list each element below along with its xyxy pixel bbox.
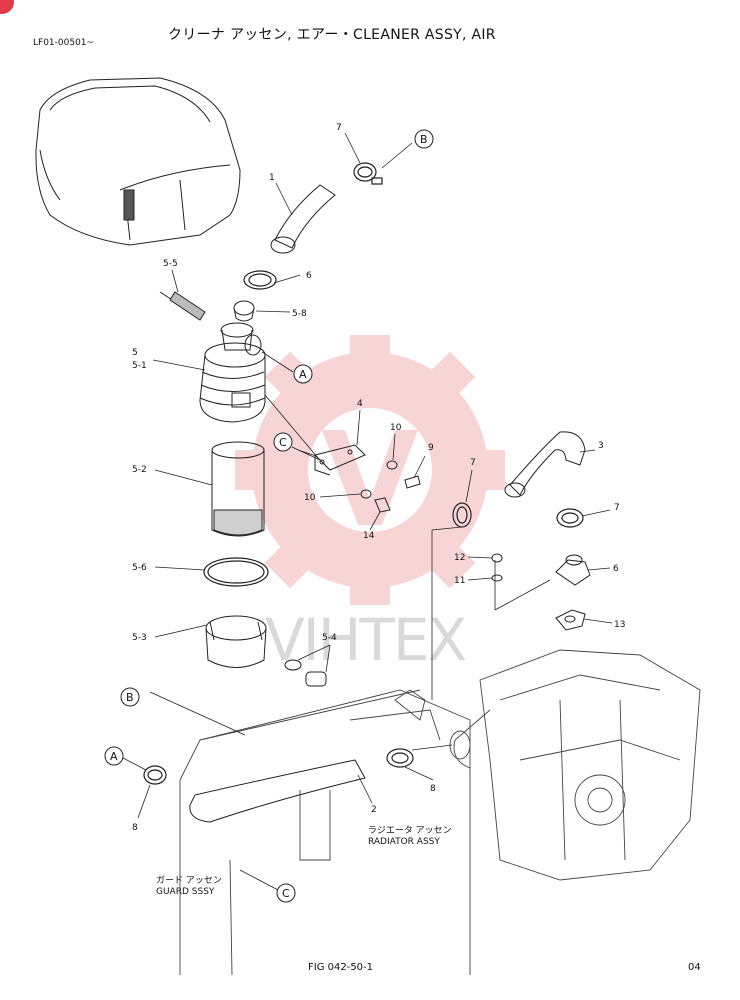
guard-note-en: GUARD SSSY: [156, 887, 215, 897]
svg-text:A: A: [110, 750, 118, 763]
part-label-10-bottom: 10: [304, 493, 316, 503]
part-label-13: 13: [614, 620, 625, 630]
svg-text:A: A: [299, 368, 307, 381]
guard-note: ガード アッセン GUARD SSSY: [156, 876, 222, 898]
washer-11: [491, 574, 503, 582]
part-label-5-3: 5-3: [132, 633, 147, 643]
callout-b-bottom: B: [120, 687, 140, 707]
part-label-3: 3: [598, 441, 604, 451]
callout-c-bottom: C: [276, 883, 296, 903]
figure-number: FIG 042-50-1: [308, 962, 374, 973]
part-label-6-top: 6: [306, 271, 312, 281]
part-label-14: 14: [363, 531, 375, 541]
intake-hose-2: [189, 759, 366, 823]
part-label-8-left: 8: [132, 823, 138, 833]
part-label-9: 9: [428, 443, 434, 453]
svg-text:B: B: [420, 133, 428, 146]
serial-range: LF01-00501~: [33, 38, 95, 48]
air-cleaner-body: [199, 322, 266, 423]
intake-hose-1: [270, 184, 336, 254]
hose-clamp-8-left: [143, 765, 167, 785]
washer-10-top: [386, 460, 398, 470]
part-label-7-mid: 7: [470, 458, 476, 468]
hose-clamp-7-top: [353, 162, 383, 185]
part-label-5: 5: [132, 348, 138, 358]
page-title: クリーナ アッセン, エアー・CLEANER ASSY, AIR: [168, 27, 496, 43]
callout-a-top: A: [293, 364, 313, 384]
part-label-8-mid: 8: [430, 784, 436, 794]
sleeve-5-8: [233, 300, 255, 322]
engine-hood-illustration: [35, 77, 241, 246]
bolt-14: [374, 497, 391, 513]
part-label-5-1: 5-1: [132, 361, 147, 371]
radiator-note-en: RADIATOR ASSY: [368, 837, 440, 847]
part-label-7-top: 7: [336, 123, 342, 133]
part-label-5-6: 5-6: [132, 563, 147, 573]
part-label-6-right: 6: [613, 564, 619, 574]
engine-block-illustration: [449, 649, 701, 881]
nut-12: [491, 553, 503, 563]
bolt-9: [404, 475, 421, 489]
part-label-2: 2: [371, 805, 377, 815]
radiator-frame-illustration: [179, 689, 471, 976]
washer-10-bottom: [360, 489, 372, 499]
part-label-11: 11: [454, 576, 465, 586]
part-label-10-top: 10: [390, 423, 402, 433]
part-label-4: 4: [357, 399, 363, 409]
part-label-5-8: 5-8: [292, 309, 307, 319]
callout-b-top: B: [414, 129, 434, 149]
seal-ring: [203, 557, 269, 587]
dust-indicator: [159, 291, 206, 321]
watermark-text: VIHTEX: [265, 606, 465, 674]
hose-clamp-6-top: [243, 270, 277, 290]
svg-text:C: C: [279, 436, 287, 449]
part-label-7-right: 7: [614, 503, 620, 513]
leader-lines: [122, 132, 613, 891]
callout-c-mid: C: [273, 432, 293, 452]
part-label-1: 1: [269, 173, 275, 183]
hose-clamp-7-right: [556, 508, 584, 528]
radiator-note-jp: ラジエータ アッセン: [368, 826, 452, 836]
adapter-6-right: [555, 554, 591, 586]
part-label-12: 12: [454, 553, 465, 563]
svg-text:B: B: [126, 691, 134, 704]
part-label-5-2: 5-2: [132, 465, 147, 475]
mounting-bracket-4: [314, 444, 366, 476]
svg-text:C: C: [282, 887, 290, 900]
guard-note-jp: ガード アッセン: [156, 876, 222, 886]
gasket-13: [555, 609, 586, 631]
part-label-5-4: 5-4: [322, 633, 337, 643]
valve-parts: [284, 659, 327, 687]
page-number: 04: [688, 962, 701, 973]
filter-element: [211, 441, 265, 537]
hose-clamp-8-mid: [386, 748, 414, 768]
cleaner-cap: [205, 615, 267, 668]
watermark-gear: [235, 335, 505, 605]
callout-a-bottom: A: [104, 746, 124, 766]
radiator-note: ラジエータ アッセン RADIATOR ASSY: [368, 826, 452, 848]
intake-hose-3: [504, 431, 586, 498]
part-label-5-5: 5-5: [163, 259, 178, 269]
